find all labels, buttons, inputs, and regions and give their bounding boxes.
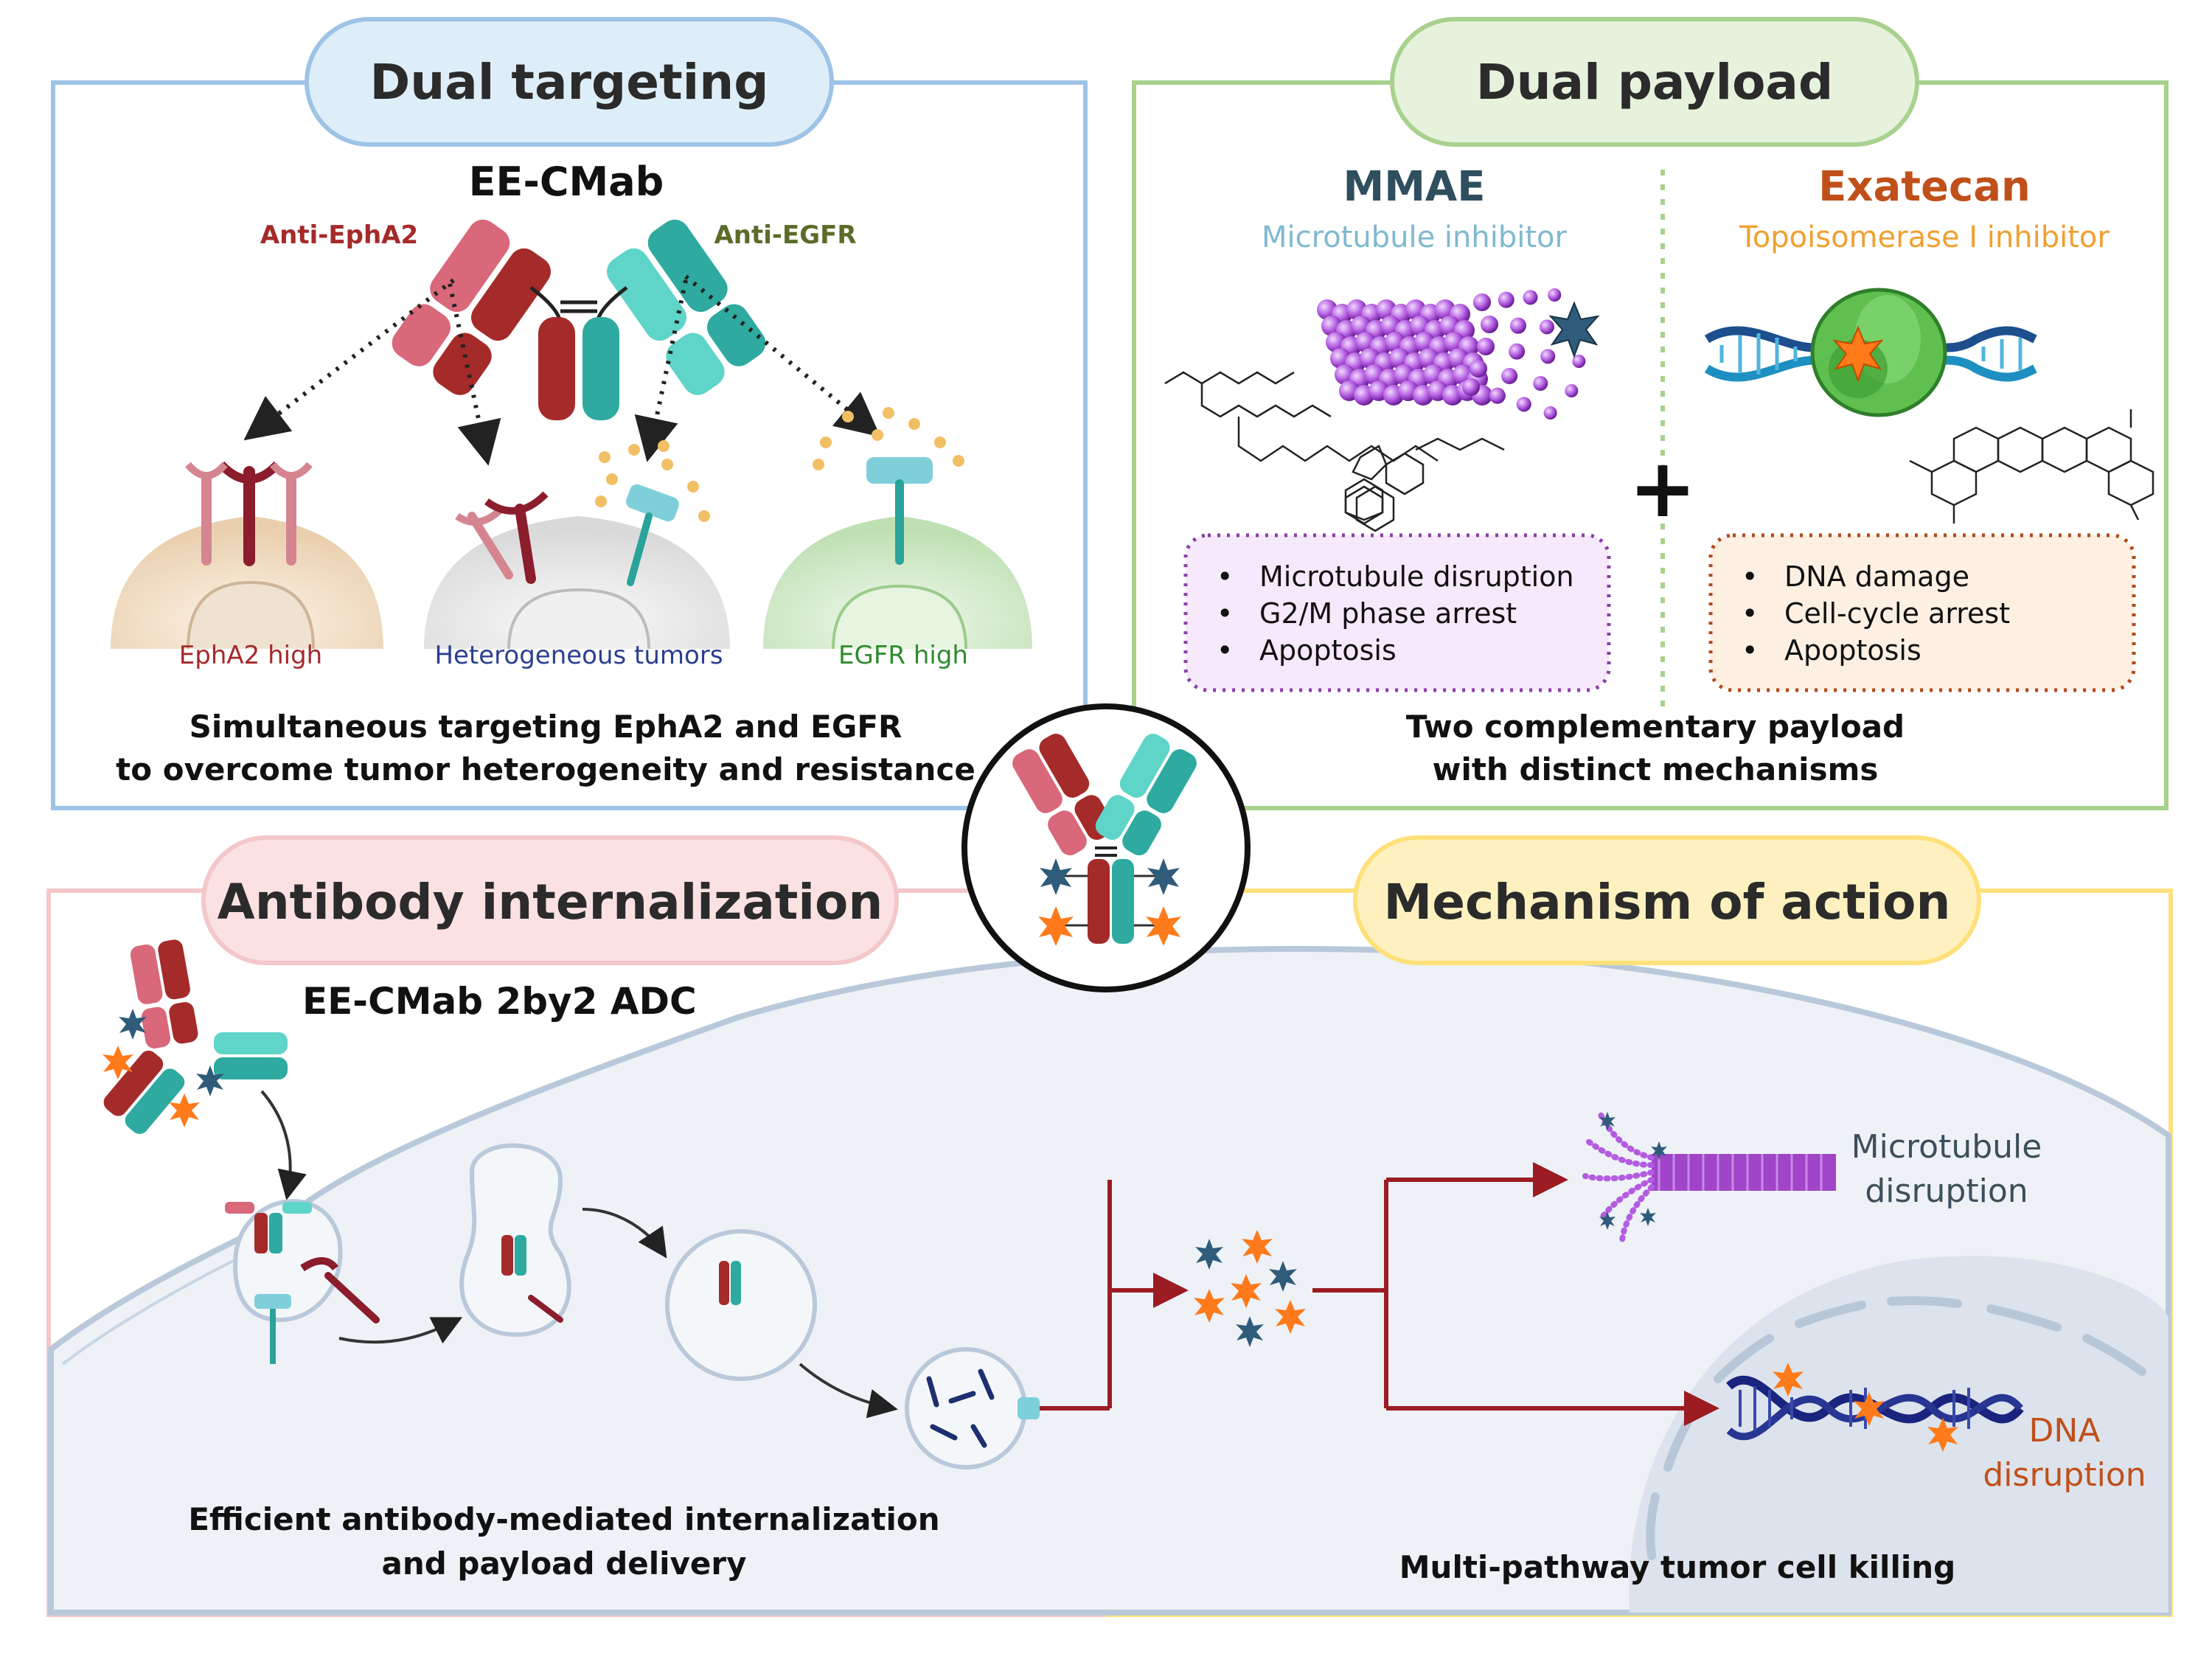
bullet-icon: • xyxy=(1742,560,1758,593)
binding-arrows xyxy=(243,274,881,466)
dna-label: disruption xyxy=(1983,1456,2146,1494)
exatecan-effect: Cell-cycle arrest xyxy=(1784,597,2010,630)
title-pill xyxy=(305,17,834,147)
early-endosome xyxy=(459,1143,571,1338)
panel-border xyxy=(51,80,1088,810)
mmae-effect: Microtubule disruption xyxy=(1259,560,1574,593)
cell-egfr-high: EGFR high xyxy=(763,407,1032,670)
anti-epha2-label: Anti-EphA2 xyxy=(260,220,418,250)
caption-line: Efficient antibody-mediated internalizat… xyxy=(188,1501,939,1537)
released-payloads xyxy=(1194,1230,1306,1347)
mmae-subtitle: Microtubule inhibitor xyxy=(1262,220,1567,254)
panel-title: Dual payload xyxy=(1476,54,1833,111)
bullet-icon: • xyxy=(1217,634,1233,667)
endocytosis-pocket xyxy=(225,1199,380,1364)
late-endosome xyxy=(665,1229,817,1381)
cell-epha2-high: EphA2 high xyxy=(111,461,383,670)
mmae-payload-icon xyxy=(1548,301,1600,358)
microtubule-label: disruption xyxy=(1865,1172,2028,1210)
panel-dual-targeting: Dual targeting EE-CMab Anti-EphA2 Anti-E… xyxy=(51,17,1088,810)
bullet-icon: • xyxy=(1217,560,1233,593)
exatecan-effect: Apoptosis xyxy=(1784,634,1921,667)
flow-arrow xyxy=(338,1317,463,1344)
caption-line: Multi-pathway tumor cell killing xyxy=(1399,1549,1955,1585)
dna-label: DNA xyxy=(2029,1412,2101,1450)
exatecan-subtitle: Topoisomerase I inhibitor xyxy=(1739,220,2110,254)
panel-title: Dual targeting xyxy=(370,54,769,111)
exatecan-structure-icon xyxy=(1909,409,2154,524)
cell-label: Heterogeneous tumors xyxy=(434,641,723,670)
plus-sign: + xyxy=(1629,441,1697,535)
mmae-effect: G2/M phase arrest xyxy=(1259,597,1517,630)
caption-line: and payload delivery xyxy=(382,1545,747,1582)
exatecan-effects-box xyxy=(1708,533,2136,692)
panel-title: Antibody internalization xyxy=(218,874,883,931)
disrupted-microtubule-icon xyxy=(1582,1110,1836,1245)
panel-title: Mechanism of action xyxy=(1384,874,1951,931)
mmae-effects-box xyxy=(1183,533,1611,692)
anti-egfr-label: Anti-EGFR xyxy=(714,220,856,250)
microtubule-label: Microtubule xyxy=(1851,1128,2042,1166)
adc-name: EE-CMab 2by2 ADC xyxy=(302,980,697,1023)
dna-topoisomerase-icon xyxy=(1704,288,2037,417)
payload-release-paths xyxy=(582,1162,1719,1426)
cell-heterogeneous: Heterogeneous tumors xyxy=(424,440,730,670)
caption-line: with distinct mechanisms xyxy=(1433,751,1879,787)
center-adc-badge xyxy=(961,703,1251,992)
microtubule-icon xyxy=(1317,288,1586,420)
flow-arrow xyxy=(260,1090,307,1200)
exatecan-effect: DNA damage xyxy=(1784,560,1969,593)
caption-line: Two complementary payload xyxy=(1406,709,1905,745)
bullet-icon: • xyxy=(1742,634,1758,667)
bullet-icon: • xyxy=(1742,597,1758,630)
adc-icon xyxy=(102,939,288,1134)
caption-line: Simultaneous targeting EphA2 and EGFR xyxy=(189,709,902,745)
title-pill xyxy=(1353,835,1981,965)
flow-arrow xyxy=(799,1363,898,1419)
bullet-icon: • xyxy=(1217,597,1233,630)
mmae-effect: Apoptosis xyxy=(1259,634,1397,667)
damaged-dna-icon xyxy=(1726,1363,2024,1452)
caption-line: to overcome tumor heterogeneity and resi… xyxy=(116,751,975,787)
cell-label: EGFR high xyxy=(838,641,968,670)
bispecific-antibody-icon xyxy=(392,219,766,420)
cell-label: EphA2 high xyxy=(179,641,322,670)
panel-bottom: Antibody internalization Mechanism of ac… xyxy=(46,835,2173,1617)
antibody-name: EE-CMab xyxy=(469,159,664,205)
flow-arrow xyxy=(582,1208,667,1259)
mmae-name: MMAE xyxy=(1343,163,1485,211)
lysosome xyxy=(905,1347,1040,1470)
exatecan-name: Exatecan xyxy=(1818,163,2031,211)
title-pill xyxy=(201,835,899,965)
title-pill xyxy=(1390,17,1919,147)
panel-dual-payload: Dual payload MMAE Microtubule inhibitor … xyxy=(1132,17,2168,810)
